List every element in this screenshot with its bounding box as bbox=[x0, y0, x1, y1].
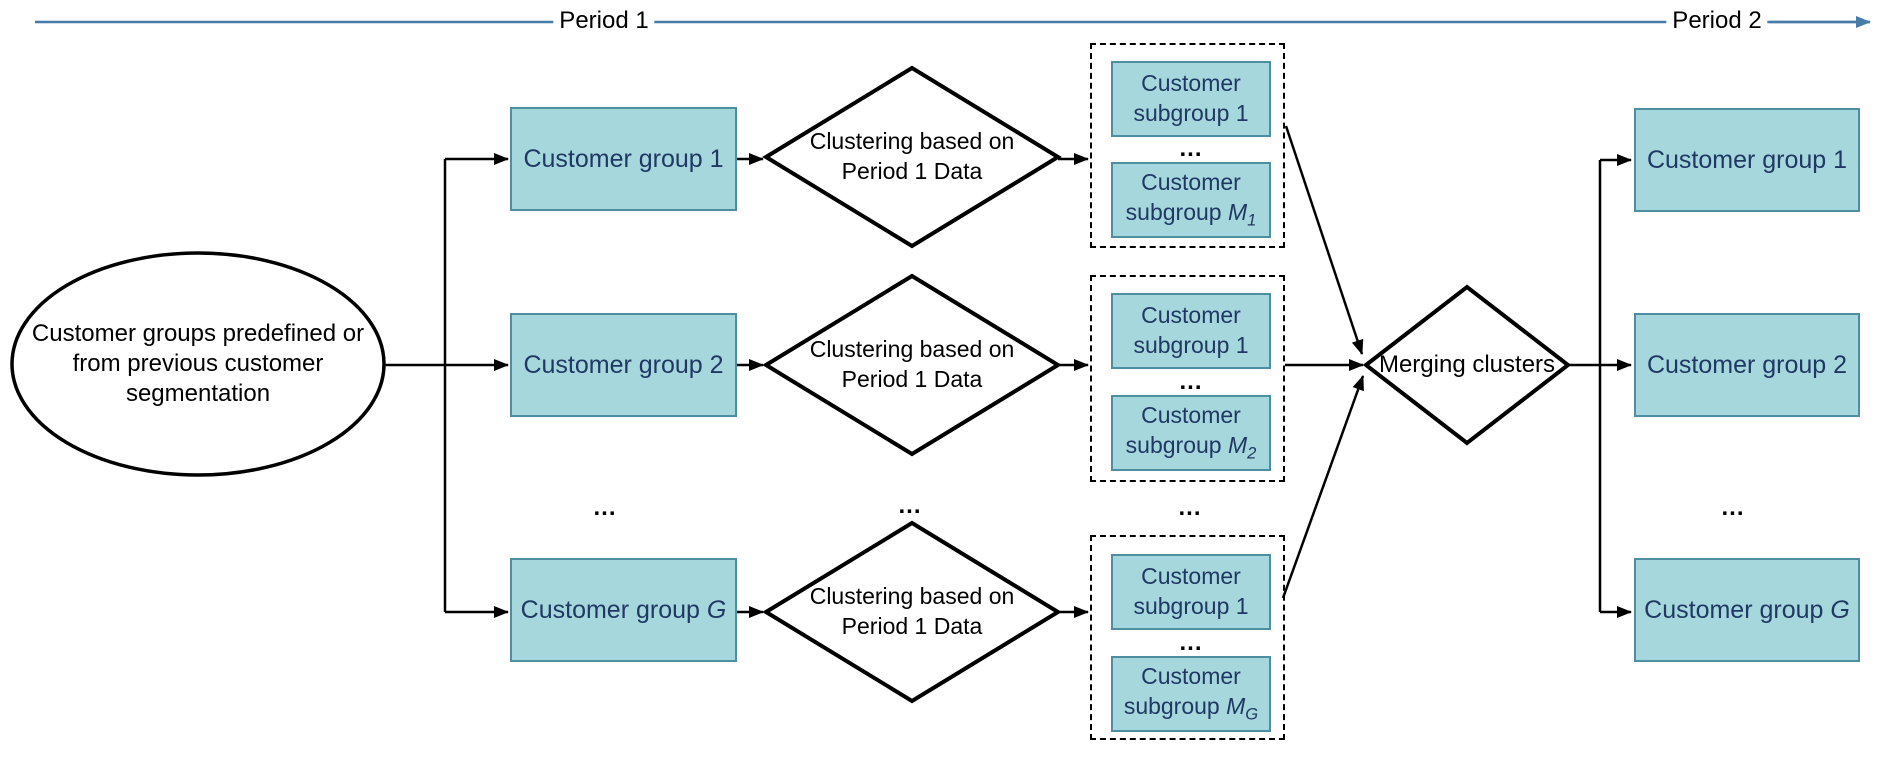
left-group-2-label: Customer group 2 bbox=[523, 350, 724, 379]
left-group-g-box: Customer group G bbox=[510, 558, 737, 662]
left-group-2-box: Customer group 2 bbox=[510, 313, 737, 417]
ellipsis-subgroup-column: ... bbox=[1178, 494, 1202, 521]
merging-diamond bbox=[1362, 284, 1572, 446]
connector-subgroups-3-to-merge bbox=[1281, 375, 1365, 599]
subgroup-2-dots: ... bbox=[1179, 368, 1203, 395]
right-group-2-label: Customer group 2 bbox=[1646, 350, 1848, 379]
right-group-1-label: Customer group 1 bbox=[1646, 145, 1848, 174]
subgroup-3-dots: ... bbox=[1179, 629, 1203, 656]
clustering-diamond-3 bbox=[762, 520, 1062, 704]
start-ellipse-label: Customer groups predefined or from previ… bbox=[20, 319, 376, 409]
subgroup-2-last-line2: subgroup M2 bbox=[1125, 432, 1257, 463]
subgroup-3-last-box: Customer subgroup MG bbox=[1111, 656, 1271, 732]
ellipsis-clustering-column: ... bbox=[898, 492, 922, 519]
subgroup-3-first-box: Customer subgroup 1 bbox=[1111, 554, 1271, 630]
ellipsis-right-column: ... bbox=[1721, 494, 1745, 521]
clustering-diamond-2 bbox=[762, 273, 1062, 457]
merging-diamond-label: Merging clusters bbox=[1378, 351, 1556, 378]
subgroup-1-last-line2: subgroup M1 bbox=[1125, 199, 1257, 230]
start-ellipse-line-3: segmentation bbox=[125, 380, 271, 407]
left-group-1-label: Customer group 1 bbox=[523, 144, 724, 173]
left-group-g-label: Customer group G bbox=[520, 595, 727, 624]
period-1-label: Period 1 bbox=[553, 7, 655, 35]
left-group-1-box: Customer group 1 bbox=[510, 107, 737, 211]
subgroup-1-last-box: Customer subgroup M1 bbox=[1111, 162, 1271, 238]
start-ellipse-line-1: Customer groups predefined or bbox=[31, 320, 365, 347]
subgroup-2-first-box: Customer subgroup 1 bbox=[1111, 293, 1271, 369]
right-group-2-box: Customer group 2 bbox=[1634, 313, 1860, 417]
subgroup-1-first-box: Customer subgroup 1 bbox=[1111, 61, 1271, 137]
subgroup-2-last-box: Customer subgroup M2 bbox=[1111, 395, 1271, 471]
subgroup-3-last-line2: subgroup MG bbox=[1123, 693, 1259, 724]
clustering-diamond-1-label: Clustering based on Period 1 Data bbox=[809, 128, 1015, 184]
connector-subgroups-1-to-merge bbox=[1284, 125, 1364, 355]
right-group-g-label: Customer group G bbox=[1644, 595, 1850, 624]
subgroup-panel-1: Customer subgroup 1 ... Customer subgrou… bbox=[1090, 43, 1285, 248]
clustering-diamond-1 bbox=[762, 65, 1062, 249]
right-group-1-box: Customer group 1 bbox=[1634, 108, 1860, 212]
right-group-g-box: Customer group G bbox=[1634, 558, 1860, 662]
subgroup-1-dots: ... bbox=[1179, 135, 1203, 162]
clustering-diamond-2-label: Clustering based on Period 1 Data bbox=[809, 336, 1015, 392]
clustering-diamond-3-label: Clustering based on Period 1 Data bbox=[809, 583, 1015, 639]
ellipsis-left-column: ... bbox=[593, 494, 617, 521]
subgroup-panel-2: Customer subgroup 1 ... Customer subgrou… bbox=[1090, 275, 1285, 482]
start-ellipse-line-2: from previous customer bbox=[72, 350, 324, 377]
subgroup-panel-3: Customer subgroup 1 ... Customer subgrou… bbox=[1090, 535, 1285, 740]
start-ellipse bbox=[10, 251, 386, 477]
period-2-label: Period 2 bbox=[1666, 7, 1768, 35]
